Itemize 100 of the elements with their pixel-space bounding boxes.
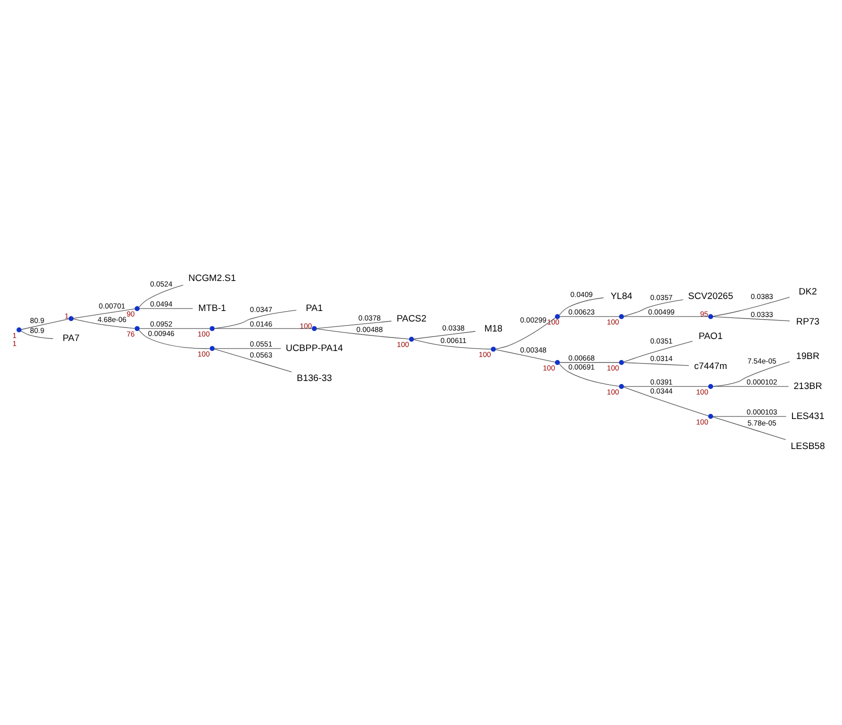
node-text: NCGM2.S1 xyxy=(188,273,236,284)
edge-label: 0.0338 xyxy=(442,323,465,332)
edge-label: 0.0344 xyxy=(650,386,673,396)
connector xyxy=(559,316,620,317)
node-label: 90 xyxy=(126,310,135,319)
edge-label: 0.0146 xyxy=(250,319,272,328)
connector xyxy=(214,348,282,349)
node-text: YL84 xyxy=(610,291,632,302)
edge-label: 0.0357 xyxy=(650,292,673,302)
node-circle xyxy=(554,360,560,365)
node-label: 1 xyxy=(64,312,69,321)
node-label: 100 xyxy=(542,364,556,373)
node-text: MTB-1 xyxy=(198,303,226,314)
edge-label: 0.00701 xyxy=(98,301,126,310)
edge-label: 0.0333 xyxy=(750,310,774,320)
edge-label: 0.0347 xyxy=(250,304,272,314)
node-label: 100 xyxy=(547,318,560,327)
node-text: DK2 xyxy=(798,286,817,296)
edge-label: 0.00623 xyxy=(568,307,595,316)
connector xyxy=(623,386,709,416)
node-text: 19BR xyxy=(796,350,820,361)
node-circle xyxy=(134,326,140,332)
node-text: PACS2 xyxy=(396,314,426,324)
connector xyxy=(138,330,210,349)
connector xyxy=(20,330,54,339)
connector xyxy=(214,310,297,329)
node-circle xyxy=(134,306,140,312)
node-circle xyxy=(490,346,496,352)
node-circle xyxy=(210,326,215,332)
edge-label: 0.0409 xyxy=(570,290,593,300)
node-label: 100 xyxy=(300,322,312,331)
node-text: SCV20265 xyxy=(688,291,734,302)
connector xyxy=(712,361,790,387)
node-text: B136-33 xyxy=(296,372,332,383)
connector xyxy=(139,328,210,329)
node-text: PAO1 xyxy=(698,331,723,342)
connector xyxy=(414,331,476,340)
node-text: LESB58 xyxy=(790,440,825,451)
edge-label: 0.00946 xyxy=(148,328,174,338)
connector xyxy=(712,316,790,322)
edge-label: 0.0551 xyxy=(250,339,272,348)
node-circle xyxy=(312,326,317,332)
node-label: 100 xyxy=(198,350,210,359)
connector xyxy=(214,328,313,329)
edge-label: 0.00348 xyxy=(520,345,547,354)
edge-label: 0.0494 xyxy=(150,299,172,308)
connector xyxy=(623,299,684,316)
edge-label: 0.0378 xyxy=(358,313,381,322)
connector xyxy=(495,349,556,363)
connector xyxy=(712,416,786,440)
edge-label: 0.00611 xyxy=(440,336,466,346)
edge-label: 0.0351 xyxy=(650,336,673,346)
edge-label: 0.00668 xyxy=(568,353,595,362)
connector xyxy=(73,308,136,319)
node-label: 100 xyxy=(696,387,708,396)
edge-label: 7.54e-05 xyxy=(747,356,776,366)
edge-label: 0.000103 xyxy=(746,407,778,416)
node-circle xyxy=(210,346,215,352)
node-text: c7447m xyxy=(694,360,728,371)
node-label: 100 xyxy=(606,364,620,373)
node-text: UCBPP-PA14 xyxy=(286,342,343,353)
node-circle xyxy=(618,360,624,365)
edge-label: 0.0952 xyxy=(150,319,172,328)
node-text: 213BR xyxy=(794,380,822,391)
node-text: PA7 xyxy=(62,333,80,344)
edge-label: 0.0391 xyxy=(650,377,673,386)
node-text: RP73 xyxy=(796,316,820,326)
connector xyxy=(73,318,136,329)
node-circle xyxy=(708,314,714,320)
node-text: LES431 xyxy=(791,410,824,421)
node-circle xyxy=(554,314,560,320)
connector xyxy=(413,339,492,350)
node-text: M18 xyxy=(484,324,502,334)
connector xyxy=(623,316,709,317)
node-circle xyxy=(708,414,714,419)
node-label: 1 xyxy=(12,338,17,348)
connector xyxy=(559,364,620,387)
node-text: PA1 xyxy=(306,303,323,314)
node-label: 100 xyxy=(606,318,620,327)
edge-label: 0.0383 xyxy=(750,292,774,302)
node-label: 100 xyxy=(606,387,620,396)
connector xyxy=(139,308,194,309)
connector xyxy=(712,386,789,387)
edge-label: 0.00499 xyxy=(648,307,675,316)
edge-label: 0.000102 xyxy=(746,377,778,386)
edge-label: 0.0314 xyxy=(650,354,673,364)
edge-label: 0.0524 xyxy=(150,279,172,288)
node-label: 100 xyxy=(396,340,410,350)
edge-label: 4.68e-06 xyxy=(98,314,126,324)
node-label: 95 xyxy=(700,310,708,319)
node-label: 100 xyxy=(478,350,491,360)
node-label: 100 xyxy=(696,417,708,426)
connector xyxy=(495,317,556,350)
connector xyxy=(21,318,70,330)
connector xyxy=(559,297,604,316)
node-label: 100 xyxy=(198,330,210,339)
connector xyxy=(712,296,790,317)
connector xyxy=(138,284,184,308)
edge-label: 0.00299 xyxy=(520,315,547,324)
connector xyxy=(214,348,292,372)
